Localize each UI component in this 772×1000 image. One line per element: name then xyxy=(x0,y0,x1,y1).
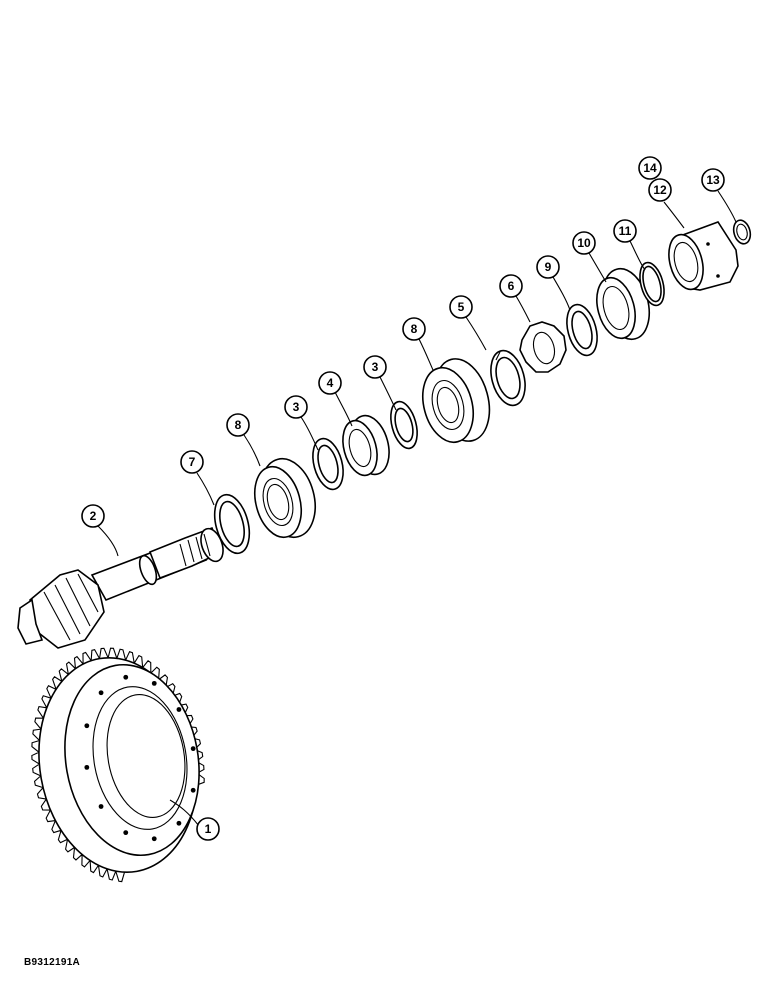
bolt-hole xyxy=(84,764,90,770)
callout-9-label: 9 xyxy=(545,260,552,274)
bolt-hole xyxy=(190,746,196,752)
callout-7: 7 xyxy=(180,450,204,474)
bolt-hole xyxy=(123,674,129,680)
callout-7-label: 7 xyxy=(189,455,196,469)
callout-3b-label: 3 xyxy=(372,360,379,374)
callout-6-label: 6 xyxy=(508,279,515,293)
callout-14-label: 14 xyxy=(643,161,657,175)
callout-10-label: 10 xyxy=(577,236,591,250)
bolt-hole xyxy=(190,787,196,793)
bolt-hole xyxy=(151,680,157,686)
bolt-hole xyxy=(176,707,182,712)
o-ring-11 xyxy=(639,261,665,307)
bolt-hole xyxy=(176,820,182,826)
shim-ring-7 xyxy=(213,493,251,555)
callout-11-label: 11 xyxy=(619,224,632,238)
drawing-code: B9312191A xyxy=(24,957,81,968)
callout-12-label: 12 xyxy=(653,183,667,197)
housing-12 xyxy=(668,221,739,291)
bolt-hole xyxy=(151,836,157,842)
callout-6: 6 xyxy=(499,274,523,298)
bolt-hole xyxy=(123,830,129,836)
callout-1: 1 xyxy=(196,817,220,841)
bolt-hole xyxy=(98,804,104,809)
callout-8a-label: 8 xyxy=(235,418,242,432)
shim-3b xyxy=(390,400,418,450)
callout-10: 10 xyxy=(572,231,596,255)
spacer-4 xyxy=(342,414,390,477)
locknut-6 xyxy=(519,321,567,373)
callout-8b-label: 8 xyxy=(411,322,418,336)
ring-gear xyxy=(31,647,205,883)
callout-4-label: 4 xyxy=(327,376,334,390)
callout-13-label: 13 xyxy=(706,173,720,187)
callout-14: 14 xyxy=(638,156,662,180)
pinion-shaft xyxy=(17,526,224,649)
leader-lines xyxy=(97,190,737,827)
bearing-8a xyxy=(253,457,316,539)
callout-8b: 8 xyxy=(402,317,426,341)
callout-3b: 3 xyxy=(363,355,387,379)
bearing-cup-10 xyxy=(596,267,651,341)
callout-9: 9 xyxy=(536,255,560,279)
ring-gear-tooth-outline xyxy=(31,647,205,883)
bearing-8b xyxy=(422,358,491,444)
callout-4: 4 xyxy=(318,371,342,395)
ring-gear-bolt-holes xyxy=(84,674,196,842)
callout-3a-label: 3 xyxy=(293,400,300,414)
bolt-hole xyxy=(98,690,104,696)
callout-2: 2 xyxy=(81,504,105,528)
callout-12: 12 xyxy=(648,178,672,202)
lock-washer-5 xyxy=(490,349,526,407)
snap-ring-13 xyxy=(732,219,752,245)
callout-11: 11 xyxy=(613,219,637,243)
callout-5: 5 xyxy=(449,295,473,319)
callout-1-label: 1 xyxy=(205,822,212,836)
ring-gear-teeth xyxy=(31,647,205,883)
callout-2-label: 2 xyxy=(90,509,97,523)
callout-3a: 3 xyxy=(284,395,308,419)
callout-5-label: 5 xyxy=(458,300,465,314)
bolt-hole xyxy=(84,723,90,729)
shim-9 xyxy=(566,303,598,357)
callout-13: 13 xyxy=(701,168,725,192)
callout-8a: 8 xyxy=(226,413,250,437)
shim-3a xyxy=(312,437,344,491)
